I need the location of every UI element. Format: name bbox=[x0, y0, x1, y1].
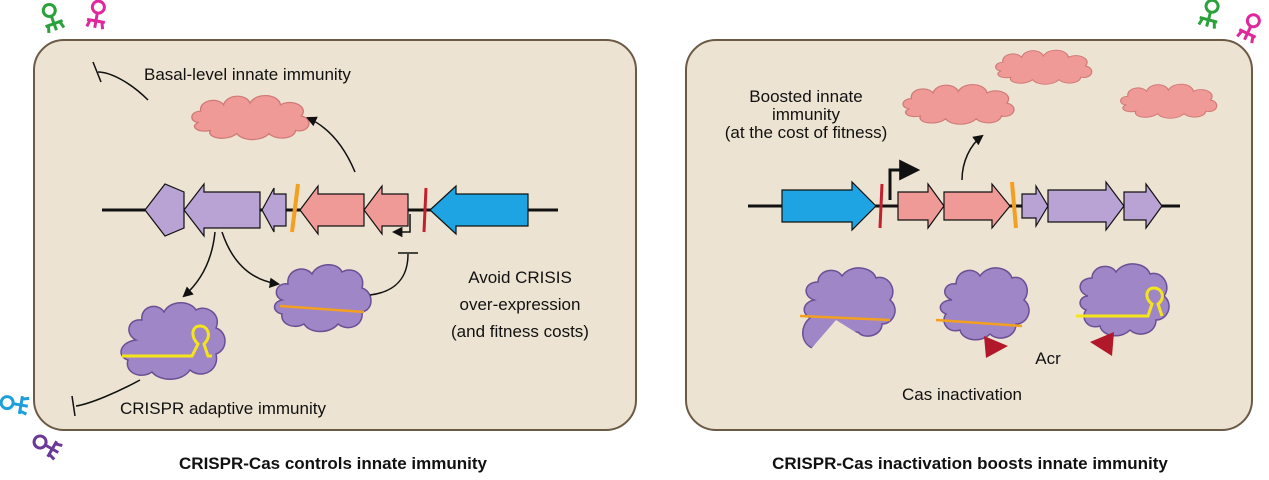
left-cell bbox=[33, 39, 637, 431]
adaptive-inhibition-bar bbox=[71, 395, 76, 417]
inactivated-complex-1 bbox=[802, 267, 896, 349]
right-blue-gene bbox=[781, 180, 877, 232]
right-promoter-arrow bbox=[888, 159, 921, 200]
adaptive-inhibition-arrow bbox=[75, 379, 141, 407]
phage-green-icon bbox=[37, 0, 67, 35]
innate-gene-right-1 bbox=[897, 182, 945, 230]
left-blue-gene bbox=[429, 184, 529, 236]
innate-effector-cloud bbox=[191, 94, 310, 141]
cleaved-notch bbox=[810, 320, 868, 350]
cas-to-adaptive-arrow bbox=[182, 231, 216, 298]
adaptive-complex bbox=[120, 302, 226, 380]
repressor-complex bbox=[273, 264, 372, 333]
inactivated-complex-3 bbox=[1079, 263, 1170, 337]
phage-purple-icon bbox=[28, 429, 65, 462]
basal-immunity-label: Basal-level innate immunity bbox=[144, 65, 351, 84]
boosted-cloud-3 bbox=[1120, 83, 1218, 119]
cas-gene-3 bbox=[261, 187, 287, 233]
acr-label: Acr bbox=[1035, 349, 1061, 368]
innate-expression-arrow bbox=[306, 116, 356, 173]
phage-magenta-right-icon bbox=[1234, 10, 1266, 46]
basal-inhibition-arrow bbox=[97, 71, 149, 101]
basal-inhibition-bar bbox=[92, 61, 102, 83]
boosted-cloud-2 bbox=[902, 83, 1015, 125]
cas-inactivation-label: Cas inactivation bbox=[902, 385, 1022, 404]
repressor-crrna bbox=[279, 304, 365, 314]
cas-gene-2 bbox=[183, 182, 261, 238]
boosted-label-line3: (at the cost of fitness) bbox=[725, 123, 888, 142]
left-red-mark bbox=[422, 187, 428, 233]
phage-blue-icon bbox=[0, 391, 31, 417]
innate-gene-2 bbox=[363, 184, 409, 236]
inactivated-crrna-1 bbox=[799, 314, 891, 322]
left-panel: Basal-level innate immunity Avoid bbox=[0, 0, 637, 473]
boosted-label-line2: immunity bbox=[772, 105, 841, 124]
boosted-label-line1: Boosted innate bbox=[749, 87, 862, 106]
phage-green-right-icon bbox=[1196, 0, 1224, 31]
boosted-expression-arrow bbox=[961, 134, 984, 181]
innate-gene-right-2 bbox=[943, 182, 1011, 230]
phage-magenta-icon bbox=[84, 0, 110, 31]
acr-triangle-1 bbox=[984, 336, 1008, 358]
adaptive-crrna bbox=[122, 324, 212, 358]
crispr-array-mark-right bbox=[1010, 181, 1018, 229]
adaptive-immunity-label: CRISPR adaptive immunity bbox=[120, 399, 326, 418]
avoid-label-line2: over-expression bbox=[460, 295, 581, 314]
avoid-label-line1: Avoid CRISIS bbox=[468, 268, 572, 287]
left-promoter-arrow bbox=[391, 214, 411, 238]
cas-gene-right-3 bbox=[1123, 182, 1163, 230]
cas-gene-right-2 bbox=[1047, 180, 1125, 232]
inactivated-crrna-2 bbox=[935, 318, 1023, 328]
cas-to-crisis-repressor-arrow bbox=[221, 231, 281, 289]
right-caption: CRISPR-Cas inactivation boosts innate im… bbox=[772, 454, 1168, 473]
acr-triangle-2 bbox=[1090, 332, 1114, 356]
repression-arrow bbox=[369, 253, 409, 296]
crispr-array-mark bbox=[290, 183, 300, 233]
boosted-cloud-1 bbox=[995, 49, 1093, 85]
left-caption: CRISPR-Cas controls innate immunity bbox=[179, 454, 487, 473]
right-panel: Boosted innate immunity (at the cost of … bbox=[685, 0, 1266, 473]
cas-gene-right-1 bbox=[1021, 183, 1049, 229]
inactivated-crrna-3 bbox=[1076, 286, 1164, 318]
right-red-mark bbox=[878, 183, 884, 229]
avoid-label-line3: (and fitness costs) bbox=[451, 322, 589, 341]
